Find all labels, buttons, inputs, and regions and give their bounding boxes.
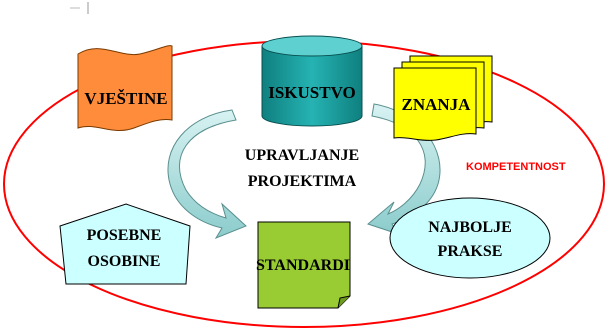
- iskustvo-node: ISKUSTVO: [261, 35, 363, 127]
- vjestine-node: VJEŠTINE: [77, 45, 173, 132]
- cylinder-icon: [261, 45, 363, 127]
- osobine-label: OSOBINE: [88, 253, 161, 270]
- center-label: UPRAVLJANJE PROJEKTIMA: [245, 147, 359, 190]
- left-cycle-arrow: [167, 109, 247, 240]
- vjestine-label: VJEŠTINE: [84, 89, 167, 108]
- posebne-osobine-node: POSEBNE OSOBINE: [59, 203, 191, 285]
- center-label-line2: PROJEKTIMA: [248, 173, 357, 190]
- ellipse-icon: [389, 197, 551, 279]
- prakse-label: PRAKSE: [438, 243, 503, 260]
- pentagon-icon: [59, 203, 191, 285]
- standardi-node: STANDARDI: [256, 221, 351, 309]
- najbolje-prakse-node: NAJBOLJE PRAKSE: [389, 197, 551, 279]
- standardi-label: STANDARDI: [256, 257, 350, 274]
- znanja-label: ZNANJA: [402, 95, 472, 114]
- center-label-line1: UPRAVLJANJE: [245, 147, 359, 164]
- page-fold: [337, 295, 351, 309]
- stacked-documents-icon: [393, 67, 477, 141]
- cylinder-top: [261, 35, 363, 57]
- znanja-node: ZNANJA: [393, 55, 493, 141]
- posebne-label: POSEBNE: [87, 227, 162, 244]
- najbolje-label: NAJBOLJE: [428, 219, 512, 236]
- iskustvo-label: ISKUSTVO: [268, 83, 356, 102]
- kompetentnost-label: KOMPETENTNOST: [466, 161, 566, 173]
- wavy-flag-icon: [77, 45, 173, 132]
